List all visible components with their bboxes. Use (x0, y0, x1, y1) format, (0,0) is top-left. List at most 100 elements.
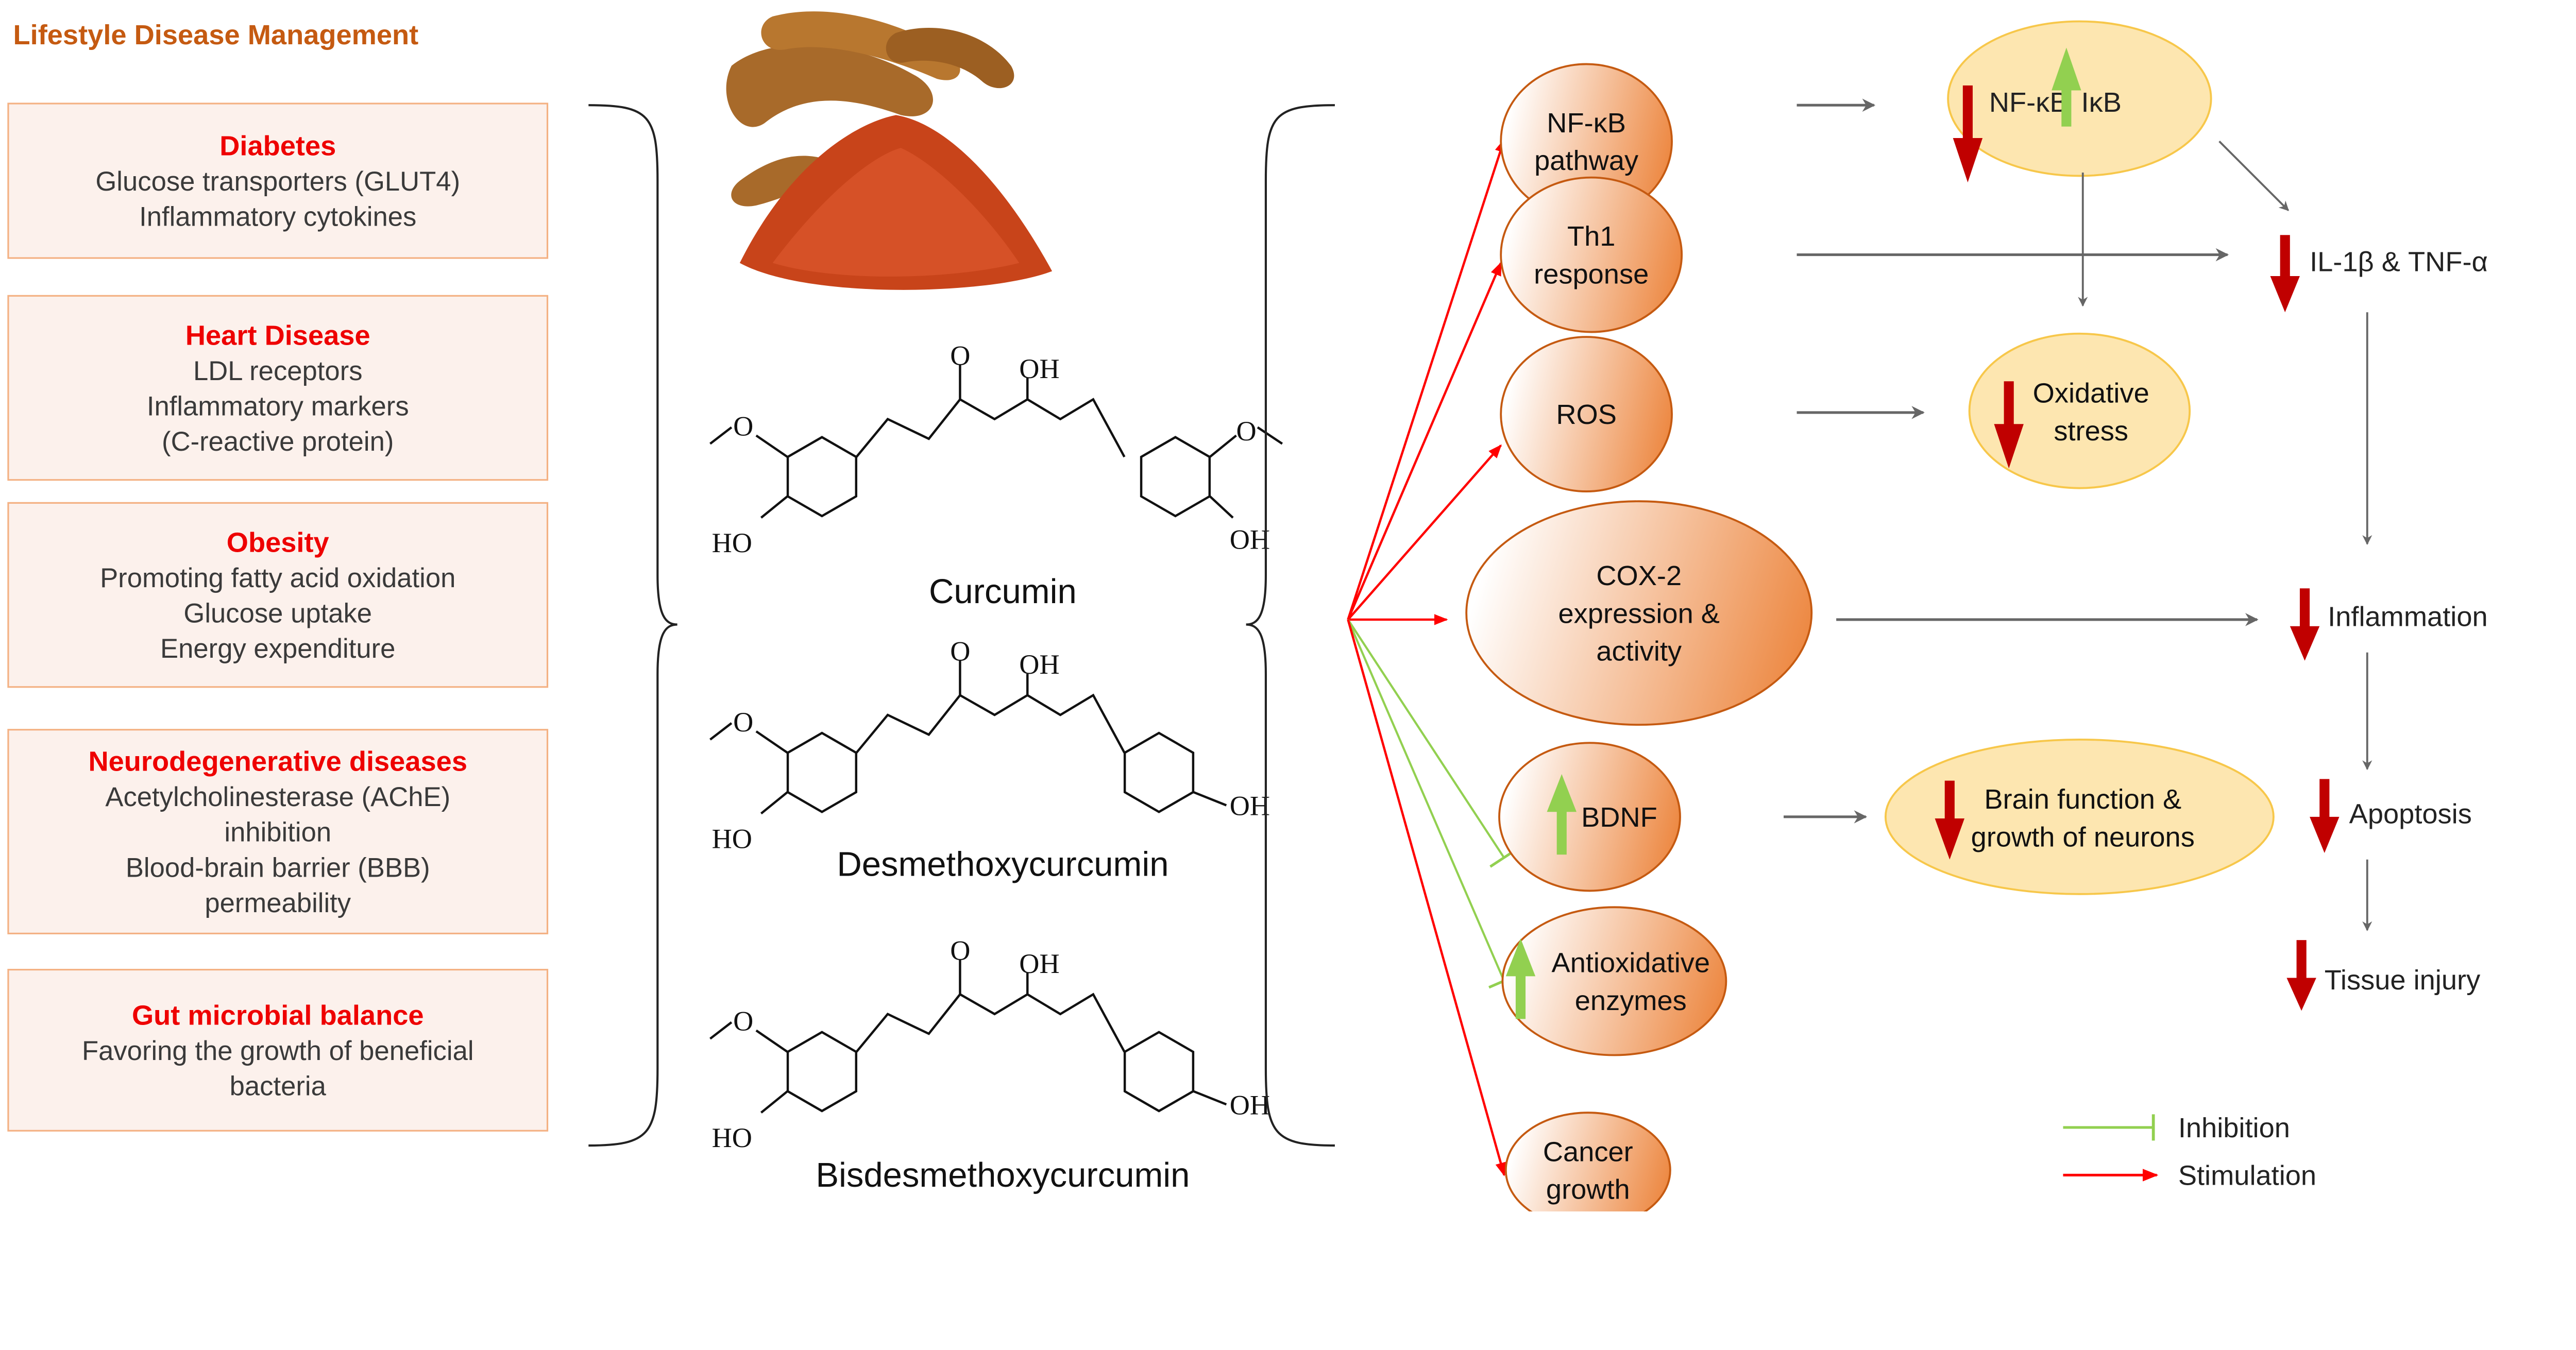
benzene-ring (1123, 731, 1195, 813)
disease-detail: bacteria (230, 1071, 327, 1102)
target-node: Antioxidative enzymes (1501, 906, 1727, 1056)
target-node: BDNF (1498, 742, 1681, 892)
disease-title: Diabetes (219, 131, 336, 162)
target-node: Cancer growth (1504, 1112, 1671, 1211)
stimulation-arrow (1347, 444, 1502, 621)
benzene-ring (1123, 1031, 1195, 1113)
page-title: Lifestyle Disease Management (13, 20, 419, 50)
down-arrow-icon (2270, 235, 2300, 313)
inhibition-arrow (1347, 619, 1519, 868)
disease-detail: Energy expenditure (160, 634, 395, 664)
disease-detail: LDL receptors (193, 356, 363, 386)
hydroxyl-label: OH (1019, 353, 1059, 384)
hydroxyl-label: OH (1230, 524, 1270, 555)
hydroxyl-label: OH (1019, 948, 1059, 979)
stimulation-arrow (1347, 619, 1506, 1177)
intermediate-nodes: NF-κB IκB Oxidative stress Brain functio… (1884, 20, 2275, 895)
il-tnf-label: IL-1β & TNF-α (2310, 246, 2488, 277)
disease-detail: Blood-brain barrier (BBB) (126, 852, 430, 883)
disease-detail: (C-reactive protein) (162, 426, 394, 457)
inhibition-arrow (1347, 619, 1520, 989)
benzene-ring (786, 1031, 858, 1113)
oxygen-label: O (950, 636, 970, 667)
stimulation-arrow (1347, 262, 1502, 620)
down-arrow-icon (2310, 779, 2340, 853)
oxidative-label-2: stress (2054, 416, 2128, 447)
disease-detail: Glucose transporters (GLUT4) (95, 166, 460, 197)
disease-title: Neurodegenerative diseases (88, 746, 467, 777)
inflammation-label: Inflammation (2328, 602, 2487, 633)
molecule-structure: O OH O HO OH (709, 935, 1270, 1153)
target-label: COX-2 (1596, 560, 1682, 591)
disease-title: Obesity (227, 527, 329, 558)
target-label: activity (1596, 636, 1682, 667)
target-label: Cancer (1543, 1136, 1633, 1167)
down-arrow-icon (1994, 381, 2024, 469)
disease-detail: Acetylcholinesterase (AChE) (105, 782, 450, 812)
disease-title: Gut microbial balance (132, 1000, 424, 1031)
down-arrow-icon (1953, 85, 1983, 183)
target-label: ROS (1556, 399, 1617, 430)
target-label: NF-κB (1547, 108, 1626, 139)
target-label: expression & (1558, 598, 1720, 629)
disease-detail: Inflammatory markers (147, 391, 409, 421)
target-label: pathway (1534, 145, 1639, 176)
effect-arrows (1347, 138, 1520, 1177)
methoxy-label: O (733, 1006, 753, 1037)
nfkb-label: NF-κB (1989, 87, 2069, 118)
disease-detail: permeability (205, 888, 351, 918)
stimulation-arrow (1347, 138, 1506, 620)
disease-detail: Promoting fatty acid oxidation (100, 563, 455, 593)
oxidative-label-1: Oxidative (2033, 378, 2149, 409)
benzene-ring (1140, 436, 1211, 518)
target-label: Antioxidative (1552, 947, 1710, 978)
brain-label-2: growth of neurons (1971, 822, 2195, 852)
target-node: ROS (1500, 336, 1673, 492)
down-arrow-icon (2290, 588, 2320, 661)
hydroxyl-label: HO (712, 527, 752, 558)
target-node: NF-κB pathway (1500, 63, 1673, 220)
methoxy-label: O (733, 411, 753, 442)
molecule-name: Desmethoxycurcumin (837, 845, 1168, 884)
methoxy-label: O (733, 707, 753, 738)
flow-arrows (1784, 98, 2372, 931)
hydroxyl-label: HO (712, 823, 752, 854)
left-brace (588, 104, 677, 1147)
target-label: Th1 (1567, 221, 1615, 252)
disease-box: Neurodegenerative diseasesAcetylcholines… (7, 729, 549, 934)
hydroxyl-label: HO (712, 1122, 752, 1153)
brain-function-node (1884, 738, 2275, 895)
up-arrow-icon (1505, 938, 1536, 1019)
legend: Inhibition Stimulation (2063, 1113, 2316, 1191)
right-brace (1246, 104, 1335, 1147)
apoptosis-label: Apoptosis (2349, 799, 2472, 830)
target-label: growth (1546, 1174, 1630, 1205)
hydroxyl-label: OH (1019, 649, 1059, 680)
hydroxyl-label: OH (1230, 1089, 1270, 1120)
down-arrow-icon (2286, 940, 2316, 1011)
disease-title: Heart Disease (185, 320, 370, 351)
down-arrow-icon (1935, 780, 1965, 860)
disease-detail: Glucose uptake (183, 599, 372, 629)
oxygen-label: O (950, 935, 970, 966)
diagram-canvas: Lifestyle Disease Management DiabetesGlu… (7, 11, 2488, 1211)
benzene-ring (786, 436, 858, 518)
up-arrow-icon (2052, 47, 2081, 127)
target-label: BDNF (1581, 802, 1657, 833)
molecule-name: Curcumin (929, 572, 1077, 611)
brain-label-1: Brain function & (1984, 784, 2181, 815)
target-node: COX-2 expression & activity (1465, 500, 1813, 726)
target-label: enzymes (1575, 985, 1687, 1016)
benzene-ring (786, 731, 858, 813)
disease-detail: inhibition (224, 817, 331, 848)
tissue-injury-label: Tissue injury (2325, 965, 2481, 996)
